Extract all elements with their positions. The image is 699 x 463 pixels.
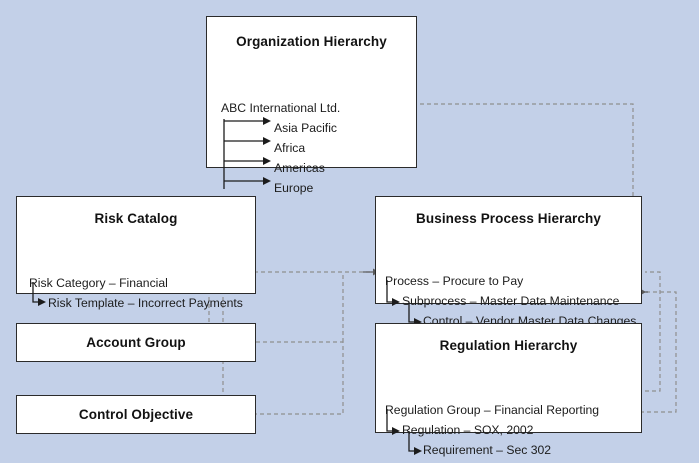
organization-child-europe: Europe bbox=[274, 181, 314, 195]
regulation-sox-label: Regulation – SOX, 2002 bbox=[402, 423, 534, 437]
account-group-title: Account Group bbox=[86, 335, 186, 350]
organization-root-label: ABC International Ltd. bbox=[221, 101, 341, 115]
regulation-group-label: Regulation Group – Financial Reporting bbox=[385, 403, 600, 417]
control-objective-title: Control Objective bbox=[78, 407, 194, 422]
organization-child-americas: Americas bbox=[274, 161, 325, 175]
requirement-sec302-label: Requirement – Sec 302 bbox=[423, 443, 552, 457]
organization-hierarchy-title: Organization Hierarchy bbox=[236, 34, 387, 49]
subprocess-label: Subprocess – Master Data Maintenance bbox=[402, 294, 620, 308]
risk-category-label: Risk Category – Financial bbox=[29, 276, 168, 290]
business-process-hierarchy-box[interactable]: Business Process Hierarchy Process – Pro… bbox=[375, 196, 642, 328]
control-objective-box[interactable]: Control Objective bbox=[16, 395, 256, 434]
regulation-hierarchy-box[interactable]: Regulation Hierarchy Regulation Group – … bbox=[375, 323, 642, 457]
risk-template-label: Risk Template – Incorrect Payments bbox=[48, 296, 243, 310]
regulation-hierarchy-title: Regulation Hierarchy bbox=[439, 338, 578, 353]
risk-catalog-box[interactable]: Risk Catalog Risk Category – Financial R… bbox=[16, 196, 256, 310]
business-process-hierarchy-title: Business Process Hierarchy bbox=[416, 211, 601, 226]
organization-hierarchy-box[interactable]: Organization Hierarchy ABC International… bbox=[206, 16, 417, 195]
risk-catalog-title: Risk Catalog bbox=[94, 211, 178, 226]
account-group-box[interactable]: Account Group bbox=[16, 323, 256, 362]
edge-accountgroup-to-controlobjective bbox=[256, 341, 344, 415]
process-label: Process – Procure to Pay bbox=[385, 274, 524, 288]
organization-child-africa: Africa bbox=[274, 141, 306, 155]
organization-child-asia-pacific: Asia Pacific bbox=[274, 121, 337, 135]
